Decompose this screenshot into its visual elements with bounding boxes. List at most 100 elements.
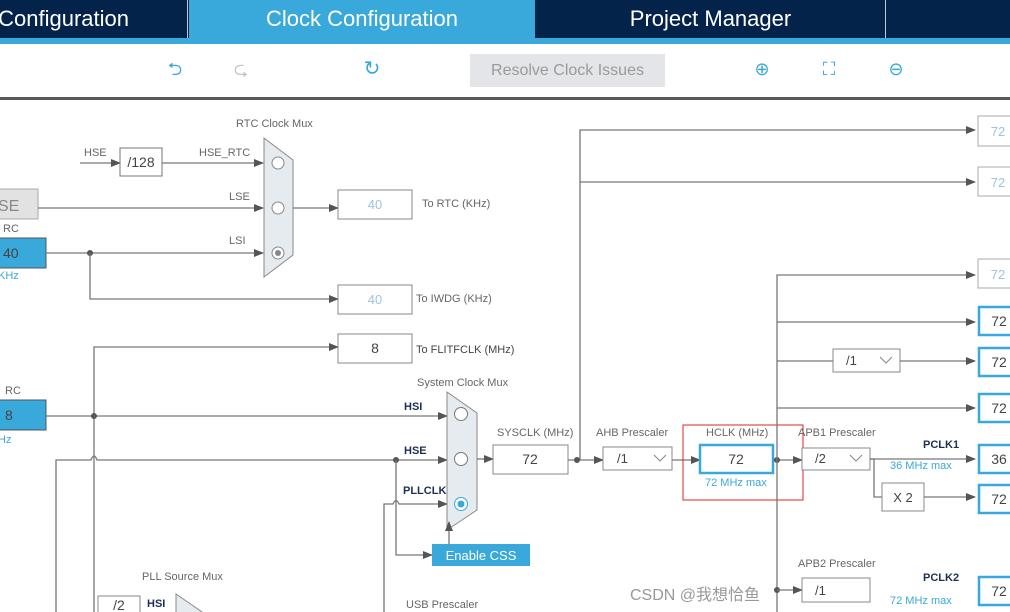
to-iwdg-value: 40 — [368, 292, 382, 307]
lsi-rc-box[interactable] — [0, 237, 47, 269]
hclk-label: HCLK (MHz) — [706, 427, 768, 439]
sys-mux-pllclk-label: PLLCLK — [403, 485, 446, 497]
output-value: 72 — [991, 124, 1005, 139]
rtc-mux-radio-lse[interactable] — [271, 201, 285, 215]
usb-prescaler-label: USB Prescaler — [406, 599, 478, 611]
lsi-rc-label: RC — [3, 223, 19, 235]
to-flitfclk-box[interactable] — [337, 333, 413, 364]
chevron-down-icon — [879, 356, 893, 364]
output-box[interactable] — [977, 443, 1010, 475]
output-value: 72 — [991, 267, 1005, 282]
to-iwdg-box[interactable] — [337, 284, 413, 315]
output-value: 72 — [991, 313, 1007, 329]
lsi-unit: KHz — [0, 270, 19, 282]
wire — [579, 126, 976, 460]
system-clock-mux-title: System Clock Mux — [417, 377, 509, 389]
to-rtc-value: 40 — [368, 197, 382, 212]
rtc-mux-radio-hse-rtc[interactable] — [271, 156, 285, 170]
lsi-rc-value: 40 — [3, 245, 19, 261]
output-box[interactable] — [977, 115, 1010, 147]
output-box[interactable] — [977, 346, 1010, 378]
apb1-prescaler-label: APB1 Prescaler — [798, 427, 876, 439]
wire — [776, 271, 976, 612]
pclk1-label: PCLK1 — [923, 439, 959, 451]
watermark: CSDN @我想恰鱼 — [630, 586, 760, 604]
hclk-input[interactable] — [698, 443, 775, 475]
cortex-prescaler-value: /1 — [846, 353, 857, 368]
tab-pinout-configuration[interactable]: Configuration — [0, 6, 129, 31]
x2-label: X 2 — [893, 490, 913, 505]
redo-icon[interactable]: ⮎ — [233, 59, 249, 79]
toolbar-divider — [0, 97, 1010, 100]
sys-mux-hse-label: HSE — [404, 445, 427, 457]
output-box[interactable] — [977, 483, 1010, 515]
hse-label: HSE — [84, 147, 107, 159]
lse-box[interactable] — [0, 188, 39, 220]
fit-screen-icon[interactable]: ⛶ — [822, 59, 836, 79]
resolve-clock-issues-button[interactable]: Resolve Clock Issues — [470, 54, 665, 87]
lse-box-text: SE — [0, 198, 19, 215]
output-value: 36 — [991, 451, 1007, 467]
apb1-prescaler-select[interactable] — [801, 447, 871, 471]
hclk-value: 72 — [728, 451, 744, 467]
pclk1-max: 36 MHz max — [890, 460, 952, 472]
rtc-mux-title: RTC Clock Mux — [236, 118, 313, 130]
wire — [395, 460, 433, 559]
output-value: 72 — [991, 491, 1007, 507]
output-box[interactable] — [977, 575, 1010, 607]
to-flitfclk-label: To FLITFCLK (MHz) — [416, 344, 514, 356]
hsi-rc-label: RC — [5, 385, 21, 397]
sys-mux-radio-hsi[interactable] — [454, 407, 468, 421]
tab-clock-configuration[interactable]: Clock Configuration — [189, 0, 535, 44]
output-box[interactable] — [977, 305, 1010, 337]
to-iwdg-label: To IWDG (KHz) — [416, 293, 492, 305]
zoom-out-icon[interactable]: ⊖ — [888, 59, 904, 79]
output-value: 72 — [991, 583, 1007, 599]
output-box[interactable] — [977, 258, 1010, 289]
apb1-prescaler-value: /2 — [815, 451, 826, 466]
tab-divider — [187, 0, 188, 38]
pclk2-label: PCLK2 — [923, 572, 959, 584]
output-value: 72 — [991, 354, 1007, 370]
output-boxes: 72 72 72 72 72 72 36 72 72 — [977, 115, 1010, 607]
output-box[interactable] — [977, 392, 1010, 424]
output-value: 72 — [991, 400, 1007, 416]
zoom-in-icon[interactable]: ⊕ — [754, 59, 770, 79]
lsi-label: LSI — [229, 235, 246, 247]
undo-icon[interactable]: ⮌ — [167, 59, 183, 79]
to-rtc-box[interactable] — [337, 189, 413, 220]
sys-mux-radio-hse[interactable] — [454, 452, 468, 466]
lse-label: LSE — [229, 191, 250, 203]
ahb-prescaler-select[interactable] — [602, 446, 673, 471]
apb2-prescaler-value: /1 — [815, 583, 826, 598]
wire — [93, 343, 339, 612]
wire — [870, 458, 882, 498]
pll-mux-hsi-label: HSI — [147, 598, 165, 610]
tab-project-manager[interactable]: Project Manager — [629, 6, 792, 31]
apb2-prescaler-select[interactable] — [801, 577, 871, 603]
hsi-unit: Hz — [0, 434, 11, 446]
ahb-prescaler-label: AHB Prescaler — [596, 427, 668, 439]
hclk-max: 72 MHz max — [705, 477, 767, 489]
div128-box — [119, 147, 163, 177]
chevron-down-icon — [653, 454, 667, 462]
pclk2-max: 72 MHz max — [890, 595, 952, 607]
wire — [55, 455, 448, 612]
x2-multiplier-box — [881, 482, 925, 512]
output-box[interactable] — [977, 166, 1010, 197]
refresh-icon[interactable]: ↻ — [363, 58, 381, 80]
pll-source-mux-title: PLL Source Mux — [142, 571, 223, 583]
wire — [89, 253, 339, 303]
hsi-rc-box[interactable] — [0, 399, 47, 431]
tab-divider — [885, 0, 886, 38]
pll-source-mux — [175, 593, 203, 612]
cortex-timer-prescaler-select[interactable] — [832, 348, 901, 373]
hsi-rc-value: 8 — [5, 407, 13, 423]
sysclk-value: 72 — [522, 451, 538, 467]
output-value: 72 — [991, 175, 1005, 190]
enable-css-button[interactable] — [432, 544, 530, 566]
sysclk-box[interactable] — [492, 444, 569, 475]
chevron-down-icon — [849, 454, 863, 462]
sys-mux-hsi-label: HSI — [404, 401, 422, 413]
